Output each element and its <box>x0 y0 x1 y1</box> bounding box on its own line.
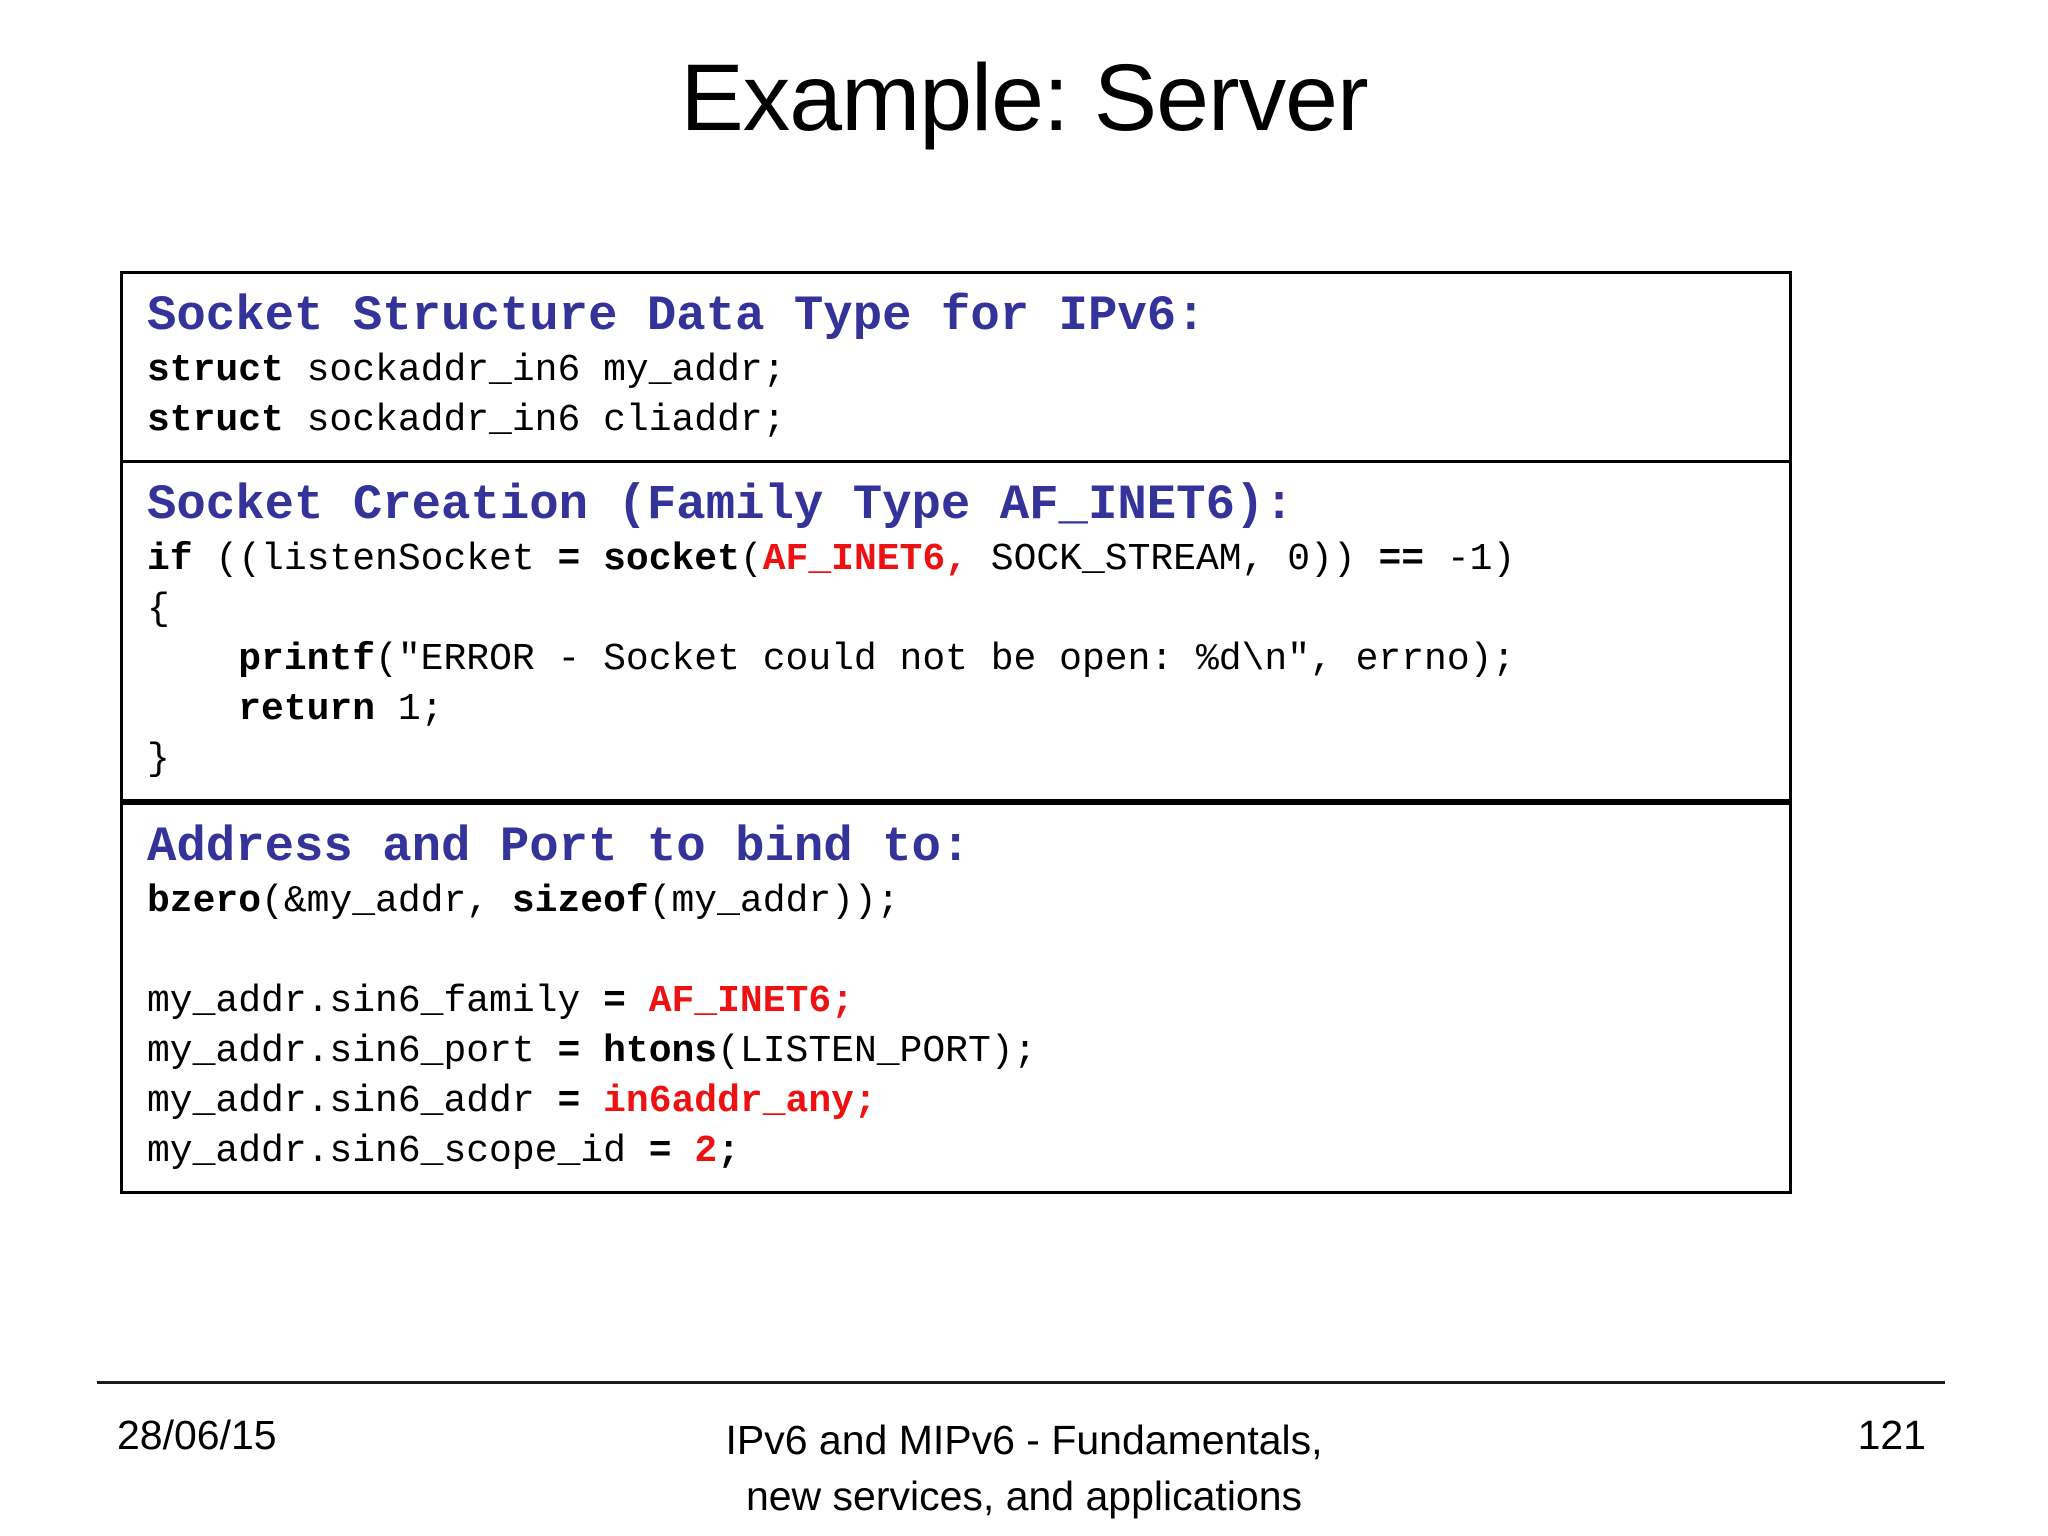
code-segment: ; <box>717 1130 740 1173</box>
code-segment: sizeof <box>511 880 649 923</box>
code-segment: ("ERROR - Socket could not be open: %d\n… <box>375 638 1516 681</box>
code-line: return 1; <box>147 685 1765 735</box>
code-block: struct sockaddr_in6 my_addr;struct socka… <box>147 346 1765 446</box>
box-heading: Address and Port to bind to: <box>147 819 971 875</box>
footer-course-title-line2: new services, and applications <box>745 1473 1303 1519</box>
code-block: if ((listenSocket = socket(AF_INET6, SOC… <box>147 535 1765 785</box>
code-block: bzero(&my_addr, sizeof(my_addr)); my_add… <box>147 877 1765 1177</box>
code-segment: struct <box>147 399 284 442</box>
code-segment <box>580 1080 603 1123</box>
code-segment: sockaddr_in6 my_addr; <box>283 349 786 392</box>
box-heading: Socket Structure Data Type for IPv6: <box>147 288 1206 344</box>
code-segment: -1) <box>1424 538 1516 581</box>
code-segment: my_addr.sin6_scope_id <box>147 1130 649 1173</box>
code-line: struct sockaddr_in6 my_addr; <box>147 346 1765 396</box>
code-segment <box>626 980 649 1023</box>
footer-course-title-line1: IPv6 and MIPv6 - Fundamentals, <box>725 1417 1323 1463</box>
code-segment: = <box>557 1080 581 1123</box>
code-box-socket-structure: Socket Structure Data Type for IPv6: str… <box>120 271 1792 463</box>
box-heading: Socket Creation (Family Type AF_INET6): <box>147 477 1294 533</box>
code-segment: = <box>648 1130 672 1173</box>
code-segment <box>147 688 238 731</box>
code-line <box>147 927 1765 977</box>
code-segment: in6addr_any; <box>603 1080 877 1123</box>
code-segment: ((listenSocket <box>192 538 558 581</box>
code-segment: htons <box>603 1030 718 1073</box>
footer-divider-line <box>97 1381 1945 1384</box>
footer-course-title: IPv6 and MIPv6 - Fundamentals, new servi… <box>0 1412 2048 1524</box>
code-segment <box>147 638 238 681</box>
code-segment: printf <box>238 638 376 681</box>
code-segment: SOCK_STREAM, 0)) <box>967 538 1379 581</box>
code-segment: (my_addr)); <box>648 880 900 923</box>
code-box-socket-creation: Socket Creation (Family Type AF_INET6): … <box>120 460 1792 802</box>
code-segment <box>580 538 603 581</box>
code-segment: my_addr.sin6_port <box>147 1030 558 1073</box>
code-line: } <box>147 735 1765 785</box>
code-segment: socket <box>603 538 740 581</box>
code-box-address-port-bind: Address and Port to bind to: bzero(&my_a… <box>120 802 1792 1194</box>
code-line: bzero(&my_addr, sizeof(my_addr)); <box>147 877 1765 927</box>
footer-date: 28/06/15 <box>117 1412 277 1458</box>
code-line: if ((listenSocket = socket(AF_INET6, SOC… <box>147 535 1765 585</box>
code-segment: (LISTEN_PORT); <box>717 1030 1037 1073</box>
code-segment: bzero <box>147 880 262 923</box>
code-line: my_addr.sin6_family = AF_INET6; <box>147 977 1765 1027</box>
code-segment: if <box>147 538 193 581</box>
code-segment: } <box>147 738 170 781</box>
code-segment: 2 <box>694 1130 718 1173</box>
code-line: my_addr.sin6_scope_id = 2; <box>147 1127 1765 1177</box>
code-segment: = <box>603 980 626 1023</box>
code-segment: 1; <box>375 688 444 731</box>
code-segment: sockaddr_in6 cliaddr; <box>283 399 786 442</box>
code-segment: ( <box>739 538 763 581</box>
code-segment: AF_INET6, <box>762 538 968 581</box>
code-line: struct sockaddr_in6 cliaddr; <box>147 396 1765 446</box>
code-segment: return <box>238 688 376 731</box>
code-segment: AF_INET6; <box>648 980 854 1023</box>
code-segment: = <box>557 538 581 581</box>
code-segment <box>580 1030 603 1073</box>
code-line: { <box>147 585 1765 635</box>
code-segment: my_addr.sin6_family <box>147 980 604 1023</box>
code-segment <box>672 1130 695 1173</box>
code-line: printf("ERROR - Socket could not be open… <box>147 635 1765 685</box>
code-line: my_addr.sin6_addr = in6addr_any; <box>147 1077 1765 1127</box>
page-number: 121 <box>1857 1412 1926 1458</box>
slide-title: Example: Server <box>680 45 1368 151</box>
code-segment: struct <box>147 349 284 392</box>
code-line: my_addr.sin6_port = htons(LISTEN_PORT); <box>147 1027 1765 1077</box>
code-segment: = <box>557 1030 581 1073</box>
code-segment: (&my_addr, <box>261 880 512 923</box>
code-segment: my_addr.sin6_addr <box>147 1080 558 1123</box>
code-segment: == <box>1378 538 1425 581</box>
code-segment: { <box>147 588 170 631</box>
